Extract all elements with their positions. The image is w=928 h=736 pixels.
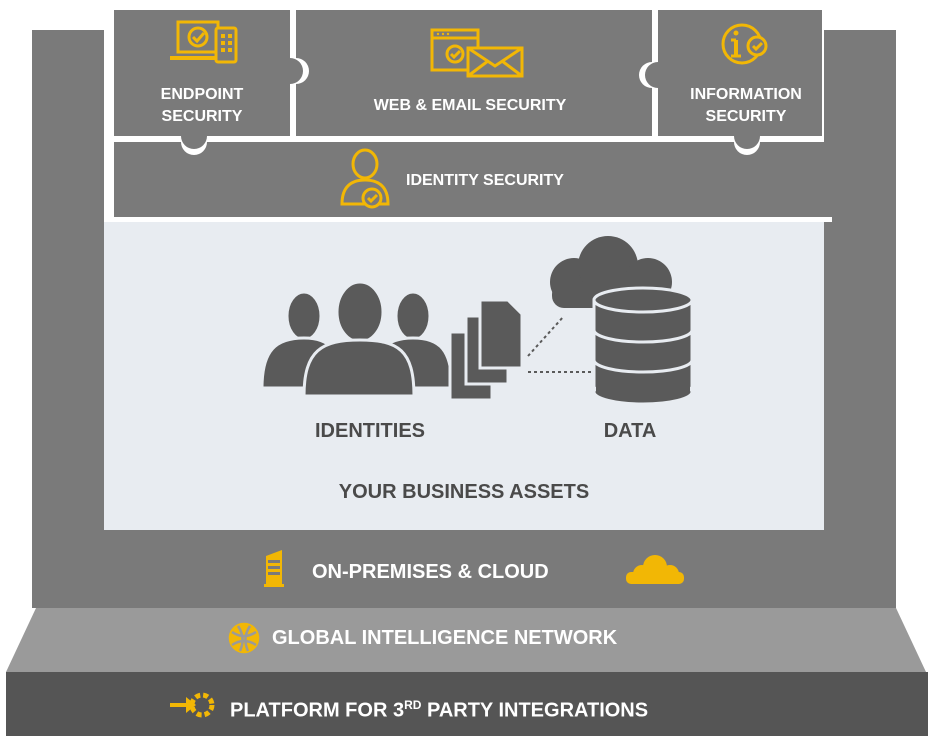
puzzle-information: [645, 10, 822, 149]
identity-security-label: IDENTITY SECURITY: [406, 172, 564, 189]
laptop-phone-check-icon: [170, 20, 238, 64]
user-check-icon: [340, 148, 390, 209]
global-intelligence-label: GLOBAL INTELLIGENCE NETWORK: [272, 627, 618, 649]
information-line2: SECURITY: [705, 108, 787, 125]
platform-text-post: PARTY INTEGRATIONS: [421, 699, 649, 722]
platform-integrations-label: PLATFORM FOR 3RD PARTY INTEGRATIONS: [230, 694, 790, 722]
building-icon: [264, 550, 284, 587]
yellow-cloud-icon: [626, 555, 684, 584]
globe-icon: [228, 622, 260, 654]
platform-text-pre: PLATFORM FOR 3: [230, 699, 405, 722]
global-band: [6, 608, 926, 672]
connector-lines: [527, 315, 594, 373]
puzzle-identity: [114, 142, 832, 217]
puzzle-endpoint: [114, 10, 303, 149]
information-line1: INFORMATION: [690, 86, 802, 103]
info-check-icon: [721, 23, 768, 65]
arrow-gear-icon: [170, 692, 215, 718]
identities-label: IDENTITIES: [314, 420, 425, 442]
endpoint-line1: ENDPOINT: [160, 86, 244, 103]
platform-text-sup: RD: [404, 698, 422, 712]
database-icon: [592, 286, 694, 406]
platform-band: [6, 672, 928, 736]
endpoint-line2: SECURITY: [161, 108, 243, 125]
business-assets-title: YOUR BUSINESS ASSETS: [338, 481, 590, 503]
documents-icon: [448, 298, 524, 402]
information-security-label: INFORMATION SECURITY: [666, 84, 826, 128]
people-icon: [260, 280, 454, 398]
on-premises-cloud-label: ON-PREMISES & CLOUD: [312, 561, 549, 583]
data-label: DATA: [603, 420, 657, 442]
browser-envelope-check-icon: [430, 28, 524, 78]
web-email-security-label: WEB & EMAIL SECURITY: [373, 97, 567, 114]
endpoint-security-label: ENDPOINT SECURITY: [124, 84, 280, 128]
